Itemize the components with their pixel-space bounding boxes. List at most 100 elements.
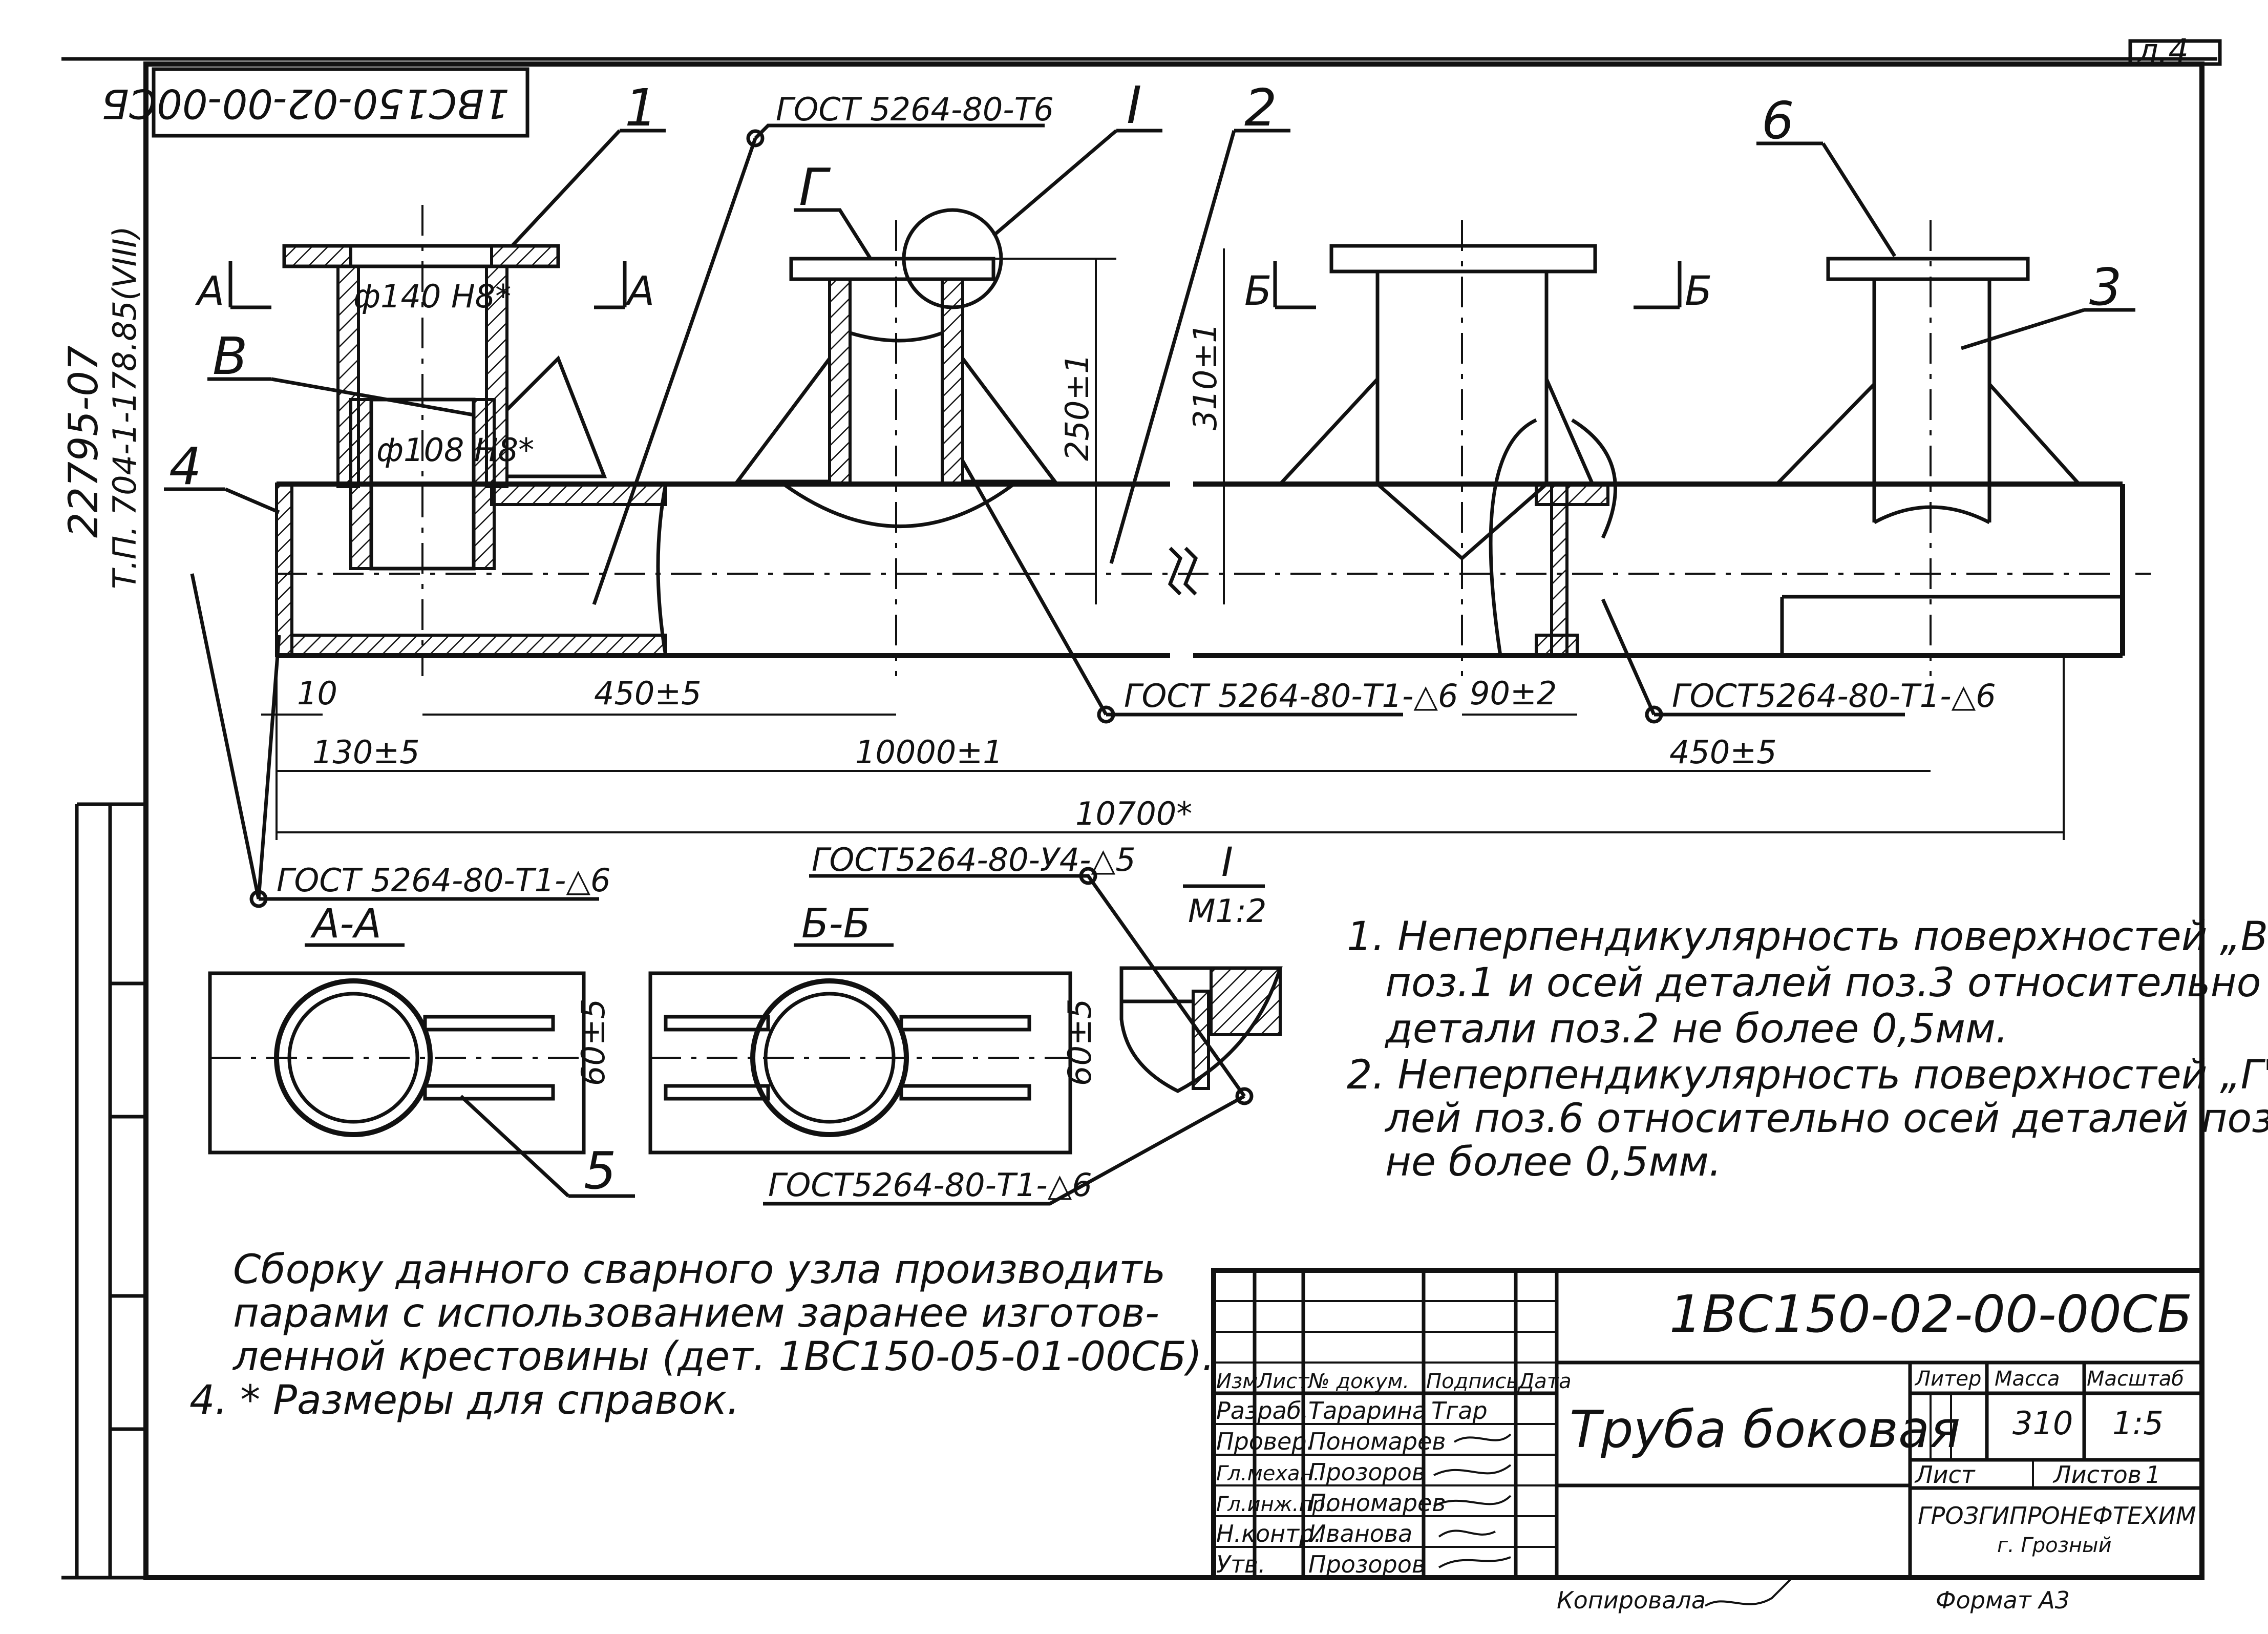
tb-header-sign: Подпись [1426,1370,1518,1393]
section-mark-a-left: А [195,268,224,315]
main-pipe [275,481,2151,658]
section-mark-b-right: Б [1685,268,1712,315]
weld-t1-a: ГОСТ 5264-80-Т1-△6 [1124,677,1458,715]
tb-city: г. Грозный [1997,1534,2112,1557]
tb-mass-label: Масса [1995,1367,2060,1391]
assembly-line-3: ленной крестовины (дет. 1ВС150-05-01-00С… [232,1334,1215,1380]
section-mark-a-right: А [625,268,654,315]
tb-role-5: Н.контр. [1216,1520,1322,1547]
tb-sign-1: Тгар [1431,1397,1488,1424]
weld-u4: ГОСТ5264-80-У4-△5 [812,841,1136,878]
dim-d140: ф140 Н8* [353,278,511,315]
dim-10: 10 [297,675,337,712]
margin-stamps [75,802,148,1580]
dim-60a: 60±5 [575,999,612,1086]
tb-sheet-label: Лист [1914,1461,1976,1489]
nozzle-pos1: ф140 Н8* ф108 Н8* [282,205,607,676]
detail-scale: М1:2 [1188,892,1266,930]
tb-role-2: Провер. [1216,1428,1314,1455]
copied-signature [1704,1577,1793,1607]
note-line-1: 1. Неперпендикулярность поверхностей „В"… [1347,914,2268,960]
title-block: Изм Лист № докум. Подпись Дата Разраб. Т… [1211,1268,2205,1580]
pos-3: 3 [2089,257,2122,317]
dim-60b: 60±5 [1061,999,1098,1086]
letter-i: I [1127,75,1142,135]
footer-copied: Копировала [1557,1586,1706,1614]
assembly-line-1: Сборку данного сварного узла производить [233,1247,1165,1293]
weld-bottom: ГОСТ5264-80-Т1-△6 [768,1166,1092,1204]
pos-2: 2 [1244,78,1277,138]
section-bb: Б-Б 60±5 [648,901,1098,1155]
code-stamp: 1ВС150-02-00-00СБ [101,67,529,138]
assembly-line-4: 4. * Размеры для справок. [189,1377,739,1423]
detail-title: I [1221,840,1233,886]
tb-sheets: 1 [2146,1461,2160,1489]
note-line-4: 2. Неперпендикулярность поверхностей „Г"… [1347,1052,2268,1098]
assembly-notes: Сборку данного сварного узла производить… [189,1247,1215,1423]
nozzle-right-1 [1276,220,1617,676]
tb-name-1: Тарарина [1308,1397,1427,1424]
detail-i: I М1:2 [1119,840,1283,1093]
tb-name-4: Пономарев [1308,1489,1446,1517]
dim-310: 310±1 [1186,323,1224,430]
tb-scale-label: Масштаб [2087,1367,2184,1391]
letter-g: Г [799,157,831,217]
dim-90: 90±2 [1470,675,1557,712]
footer-format: Формат А3 [1936,1586,2070,1614]
tb-role-1: Разраб. [1216,1397,1309,1424]
tb-role-3: Гл.механ. [1216,1462,1320,1485]
weld-t1-b: ГОСТ5264-80-Т1-△6 [1672,677,1996,715]
dim-d108: ф108 Н8* [376,431,534,469]
section-bb-title: Б-Б [801,901,871,947]
tb-name-5: Иванова [1308,1520,1412,1547]
dim-250: 250±1 [1058,353,1096,461]
dim-10000: 10000±1 [855,734,1003,771]
tb-role-4: Гл.инж.пр. [1216,1493,1332,1516]
tb-name-6: Прозоров [1308,1551,1426,1578]
nozzle-right-2 [1772,220,2083,676]
section-aa: А-А 60±5 [208,901,612,1155]
tb-org: ГРОЗГИПРОНЕФТЕХИМ [1918,1502,2196,1530]
note-line-5: лей поз.6 относительно осей деталей поз.… [1384,1096,2268,1142]
letter-v: В [213,326,248,386]
weld-t6: ГОСТ 5264-80-Т6 [776,91,1054,128]
tb-mass: 310 [2012,1405,2073,1442]
dim-450b: 450±5 [1669,734,1777,771]
tb-name-3: Прозоров [1308,1458,1426,1486]
tb-name-2: Пономарев [1308,1428,1446,1455]
side-code-1: 22795-07 [61,345,107,538]
section-mark-b-left: Б [1244,268,1272,315]
side-codes: 22795-07 Т.П. 704-1-178.85(VIII) [61,226,143,589]
dim-450a: 450±5 [594,675,702,712]
pos-5: 5 [584,1141,617,1201]
tb-liter-label: Литер [1914,1367,1981,1391]
technical-notes: 1. Неперпендикулярность поверхностей „В"… [1347,914,2268,1185]
side-code-2: Т.П. 704-1-178.85(VIII) [106,226,143,589]
doc-code-top: 1ВС150-02-00-00СБ [101,80,510,126]
page-number: л.4 [2137,32,2189,69]
dim-130: 130±5 [312,734,420,771]
tb-header-list: Лист [1256,1370,1310,1393]
weld-left: ГОСТ 5264-80-Т1-△6 [277,862,610,899]
dimensions: 250±1 310±1 10 450±5 90±2 130±5 10000±1 … [261,248,2065,840]
tb-designation: 1ВС150-02-00-00СБ [1669,1284,2192,1344]
tb-scale: 1:5 [2112,1405,2164,1442]
tb-header-izm: Изм [1216,1370,1258,1393]
position-leaders: 1 2 3 4 5 6 В Г I [164,75,2135,1201]
signatures [1433,1433,1512,1568]
note-line-3: детали поз.2 не более 0,5мм. [1384,1006,2008,1052]
tb-role-6: Утв. [1216,1551,1266,1578]
nozzle-center [734,208,1058,676]
pos-4: 4 [169,436,202,496]
note-line-2: поз.1 и осей деталей поз.3 относительно … [1385,960,2268,1006]
tb-name: Труба боковая [1570,1399,1960,1459]
note-line-6: не более 0,5мм. [1385,1139,1722,1185]
sheet-footer: Копировала Формат А3 [1557,1577,2070,1614]
weld-callouts: ГОСТ 5264-80-Т6 ГОСТ 5264-80-Т1-△6 ГОСТ5… [190,91,1996,1206]
pos-6: 6 [1762,91,1794,151]
section-aa-title: А-А [310,901,381,947]
section-marks: А А Б Б [195,261,1712,315]
assembly-line-2: парами с использованием заранее изготов- [233,1290,1159,1336]
tb-header-doc: № докум. [1307,1370,1409,1393]
